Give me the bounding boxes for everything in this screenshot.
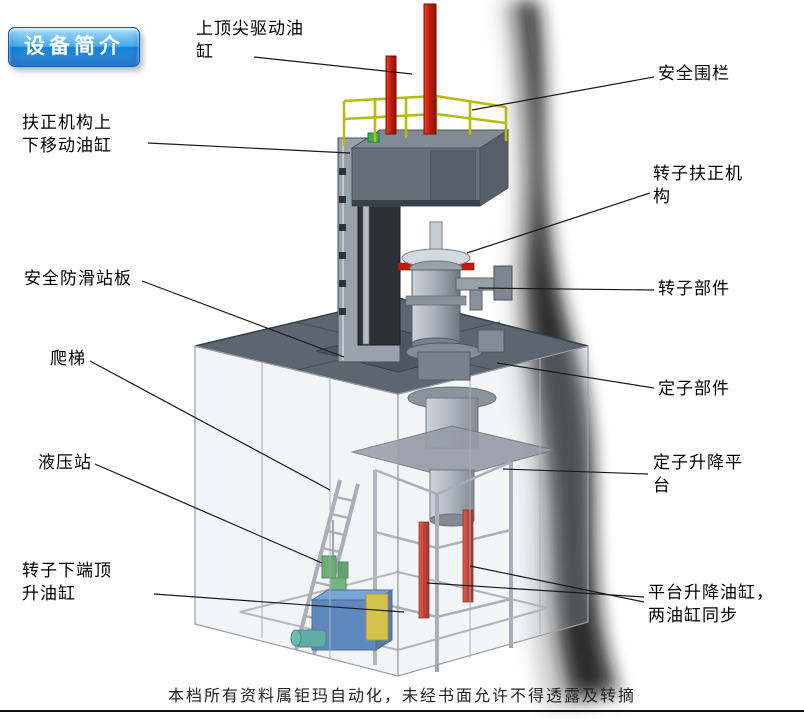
annotation-hydraulic-station: 液压站 [38,453,92,472]
rotor-centering-arm [455,265,513,353]
top-drive-cylinder-rods [385,3,437,135]
annotation-centering-cylinder: 扶正机构上 下移动油缸 [22,113,112,155]
leader-stator-lift-platform [502,468,649,475]
copyright-notice: 本档所有资料属钜玛自动化，未经书面允许不得透露及转摘 [167,688,636,705]
leader-lines [89,56,655,613]
leader-rotor-centering [466,192,651,254]
leader-stator-component [496,362,655,389]
annotation-antislip-platform: 安全防滑站板 [24,269,132,288]
bottom-divider [0,710,804,712]
platform-lift-cylinder-rods [418,509,474,619]
annotation-stator-lift-platform: 定子升降平 台 [653,453,743,495]
hydraulic-station-unit [290,520,394,651]
annotation-rotor-centering: 转子扶正机 构 [653,164,743,206]
rotor-assembly [397,221,483,381]
leader-hydraulic-station [94,463,323,564]
annotation-safety-fence: 安全围栏 [658,64,730,83]
leader-top-drive-cylinder [253,56,413,75]
annotation-rotor-jack-cylinder: 转子下端顶 升油缸 [22,561,112,603]
leader-ladder [89,360,331,491]
annotation-platform-cylinders: 平台升降油缸， 两油缸同步 [648,583,774,625]
title-badge: 设备简介 [8,27,140,67]
leader-centering-cylinder [147,142,351,154]
annotation-rotor-component: 转子部件 [658,279,730,298]
leader-safety-fence [471,76,655,111]
stator-assembly [350,386,555,527]
leader-platform-cylinder-b [469,565,645,603]
leader-rotor-jack-cylinder [153,593,405,613]
annotation-stator-component: 定子部件 [658,379,730,398]
enclosure-walls [194,345,589,677]
leader-rotor-component [477,287,655,291]
annotation-top-drive-cylinder: 上顶尖驱动油 缸 [196,19,304,61]
annotation-ladder: 爬梯 [50,349,86,368]
leader-antislip-platform [141,280,345,358]
